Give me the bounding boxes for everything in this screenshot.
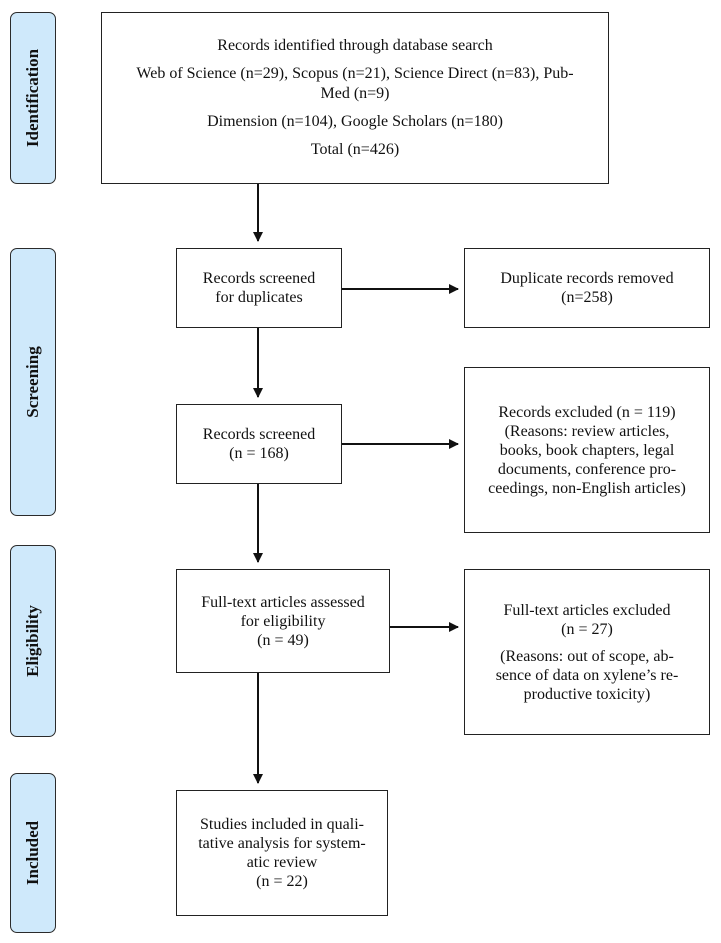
fulltext-assessed-line2: for eligibility [240, 612, 326, 630]
identification-sources-1: Web of Science (n=29), Scopus (n=21), Sc… [136, 65, 574, 82]
identification-box: Records identified through database sear… [101, 12, 609, 184]
included-line1: Studies included in quali- [200, 816, 364, 833]
phase-screening: Screening [10, 248, 56, 516]
fulltext-assessed-box: Full-text articles assessed for eligibil… [176, 569, 390, 673]
identification-title: Records identified through database sear… [217, 37, 493, 54]
duplicates-removed-box: Duplicate records removed (n=258) [464, 248, 710, 328]
included-count: (n = 22) [256, 873, 308, 890]
duplicates-removed-line1: Duplicate records removed [500, 270, 674, 287]
duplicates-screen-line1: Records screened [202, 270, 316, 287]
records-screened-line1: Records screened [202, 426, 316, 443]
fulltext-excluded-line5: productive toxicity) [523, 685, 651, 703]
included-line3: atic review [246, 854, 318, 871]
records-screened-count: (n = 168) [229, 445, 289, 462]
records-screened-box: Records screened (n = 168) [176, 404, 342, 484]
fulltext-excluded-line4: sence of data on xylene’s re- [495, 666, 679, 684]
records-excluded-line1: Records excluded (n = 119) [498, 403, 676, 421]
duplicates-screen-line2: for duplicates [215, 289, 303, 306]
fulltext-excluded-count: (n = 27) [561, 620, 613, 638]
identification-total: Total (n=426) [310, 141, 400, 158]
fulltext-assessed-line1: Full-text articles assessed [201, 593, 365, 611]
phase-eligibility: Eligibility [10, 545, 56, 737]
duplicates-removed-count: (n=258) [561, 289, 613, 306]
duplicates-screen-box: Records screened for duplicates [176, 248, 342, 328]
included-line2: tative analysis for system- [198, 835, 366, 852]
records-excluded-line2: (Reasons: review articles, [504, 422, 670, 440]
fulltext-excluded-line1: Full-text articles excluded [503, 601, 671, 619]
fulltext-assessed-count: (n = 49) [257, 631, 309, 649]
fulltext-excluded-line3: (Reasons: out of scope, ab- [500, 647, 674, 665]
included-box: Studies included in quali- tative analys… [176, 790, 388, 916]
records-excluded-line3: books, book chapters, legal [499, 441, 675, 459]
phase-included: Included [10, 773, 56, 933]
records-excluded-line5: ceedings, non-English articles) [488, 479, 686, 497]
records-excluded-box: Records excluded (n = 119) (Reasons: rev… [464, 367, 710, 533]
phase-identification: Identification [10, 12, 56, 184]
records-excluded-line4: documents, conference pro- [497, 460, 677, 478]
identification-sources-2: Med (n=9) [320, 85, 390, 102]
fulltext-excluded-box: Full-text articles excluded (n = 27) (Re… [464, 569, 710, 735]
identification-sources-3: Dimension (n=104), Google Scholars (n=18… [207, 113, 503, 130]
